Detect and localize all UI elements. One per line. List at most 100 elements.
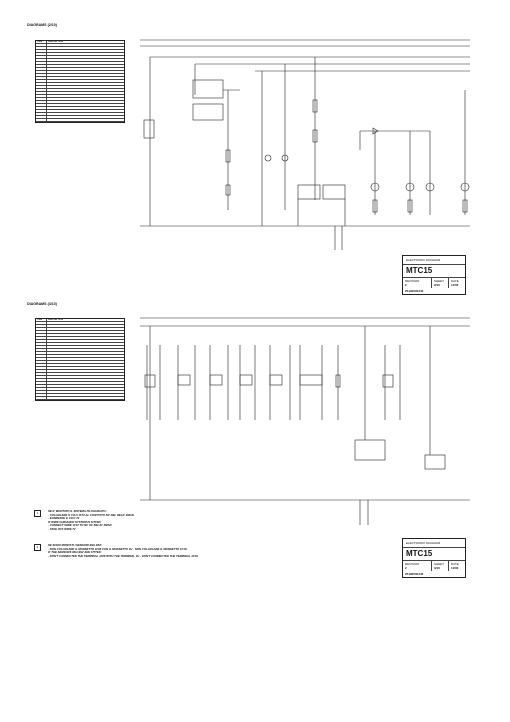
legend-code (36, 56, 47, 58)
legend-row (36, 346, 124, 349)
legend-row (36, 101, 124, 104)
relay-column (382, 345, 401, 420)
legend-row (36, 322, 124, 325)
legend-row (36, 98, 124, 101)
legend-code (36, 71, 47, 73)
title-block-caption: ELECTRONIC DIAGRAM (403, 539, 465, 548)
legend-row (36, 107, 124, 110)
note-1-marker: 1 (34, 510, 41, 517)
note-line: - CONNECT WIRE 1F72 TO NC OF RELAY 4MAR (48, 523, 112, 528)
legend-row (36, 382, 124, 385)
note-line: SE SONO MONTATI I SENSORI 9SU-9SZ: (48, 543, 102, 547)
legend-row (36, 376, 124, 379)
date-label: DATE (451, 562, 459, 566)
legend-row (36, 50, 124, 53)
relay-column (335, 345, 341, 420)
legend-code (36, 68, 47, 70)
legend-code (36, 334, 47, 336)
sheet2-header: DIAGRAMS (3/10) (27, 302, 57, 306)
legend-code (36, 47, 47, 49)
note-line: - DON'T CONNECTED THE TERMINAL 1F08 WITH… (48, 553, 199, 558)
relay-column (299, 345, 323, 420)
note-line: IF THE SENSORS 9SU-9SZ ARE FITTED: (48, 550, 102, 555)
legend-row (36, 355, 124, 358)
legend-row (36, 44, 124, 47)
legend-code (36, 391, 47, 393)
legend-row (36, 71, 124, 74)
date-value: 11/00 (451, 283, 459, 287)
legend-row (36, 379, 124, 382)
legend-row (36, 397, 124, 400)
legend-row (36, 325, 124, 328)
document-number: 25190500440 (405, 572, 424, 576)
legend-code (36, 98, 47, 100)
sheet-label: SHEET (434, 279, 445, 283)
legend-code (36, 337, 47, 339)
relay-module-box (192, 103, 224, 121)
legend-head-code: ITEM (36, 319, 47, 321)
legend-row (36, 349, 124, 352)
legend-row (36, 80, 124, 83)
legend-row (36, 343, 124, 346)
sheet-label: SHEET (434, 562, 445, 566)
legend-code (36, 397, 47, 399)
revision-value: 2 (405, 566, 407, 570)
legend-code (36, 346, 47, 348)
legend-code (36, 361, 47, 363)
legend-code (36, 394, 47, 396)
legend-code (36, 343, 47, 345)
relay-block (354, 439, 386, 461)
relay-column (177, 345, 196, 420)
legend-code (36, 376, 47, 378)
legend-row (36, 59, 124, 62)
legend-code (36, 107, 47, 109)
legend-row (36, 340, 124, 343)
legend-code (36, 364, 47, 366)
relay-block (322, 184, 346, 200)
legend-code (36, 352, 47, 354)
sheet2-legend-table: ITEM DESCRIPTION (35, 318, 125, 401)
legend-code (36, 367, 47, 369)
legend-row (36, 56, 124, 59)
sheet1-header: DIAGRAMS (2/10) (27, 23, 57, 27)
legend-head-description: DESCRIPTION (48, 319, 63, 321)
legend-code (36, 328, 47, 330)
legend-row (36, 65, 124, 68)
legend-row (36, 113, 124, 116)
note-line: IF WIRE GUIDANCE SYSTEM IS FITTED: (48, 519, 102, 524)
legend-code (36, 373, 47, 375)
note-line: - COLLEGARE IL FILO 1F72 AL CONTATTO NC … (48, 512, 134, 517)
legend-code (36, 65, 47, 67)
legend-code (36, 101, 47, 103)
legend-code (36, 77, 47, 79)
legend-row (36, 119, 124, 122)
legend-row (36, 394, 124, 397)
legend-code (36, 325, 47, 327)
legend-row (36, 358, 124, 361)
legend-row (36, 373, 124, 376)
sheet-value: 2/10 (434, 283, 440, 287)
legend-code (36, 59, 47, 61)
legend-code (36, 331, 47, 333)
legend-code (36, 379, 47, 381)
legend-code (36, 95, 47, 97)
legend-row (36, 364, 124, 367)
legend-code (36, 355, 47, 357)
legend-code (36, 89, 47, 91)
legend-code (36, 53, 47, 55)
legend-code (36, 74, 47, 76)
legend-code (36, 44, 47, 46)
document-number: 25190500440 (405, 289, 424, 293)
legend-row (36, 361, 124, 364)
legend-code (36, 349, 47, 351)
legend-code (36, 62, 47, 64)
relay-column (209, 345, 229, 420)
legend-row (36, 47, 124, 50)
sheet1-title-block: ELECTRONIC DIAGRAM MTC15 REVISION 2 SHEE… (402, 255, 466, 295)
legend-row (36, 367, 124, 370)
relay-block (297, 184, 321, 200)
relay-block (424, 454, 446, 470)
date-value: 11/00 (451, 566, 459, 570)
